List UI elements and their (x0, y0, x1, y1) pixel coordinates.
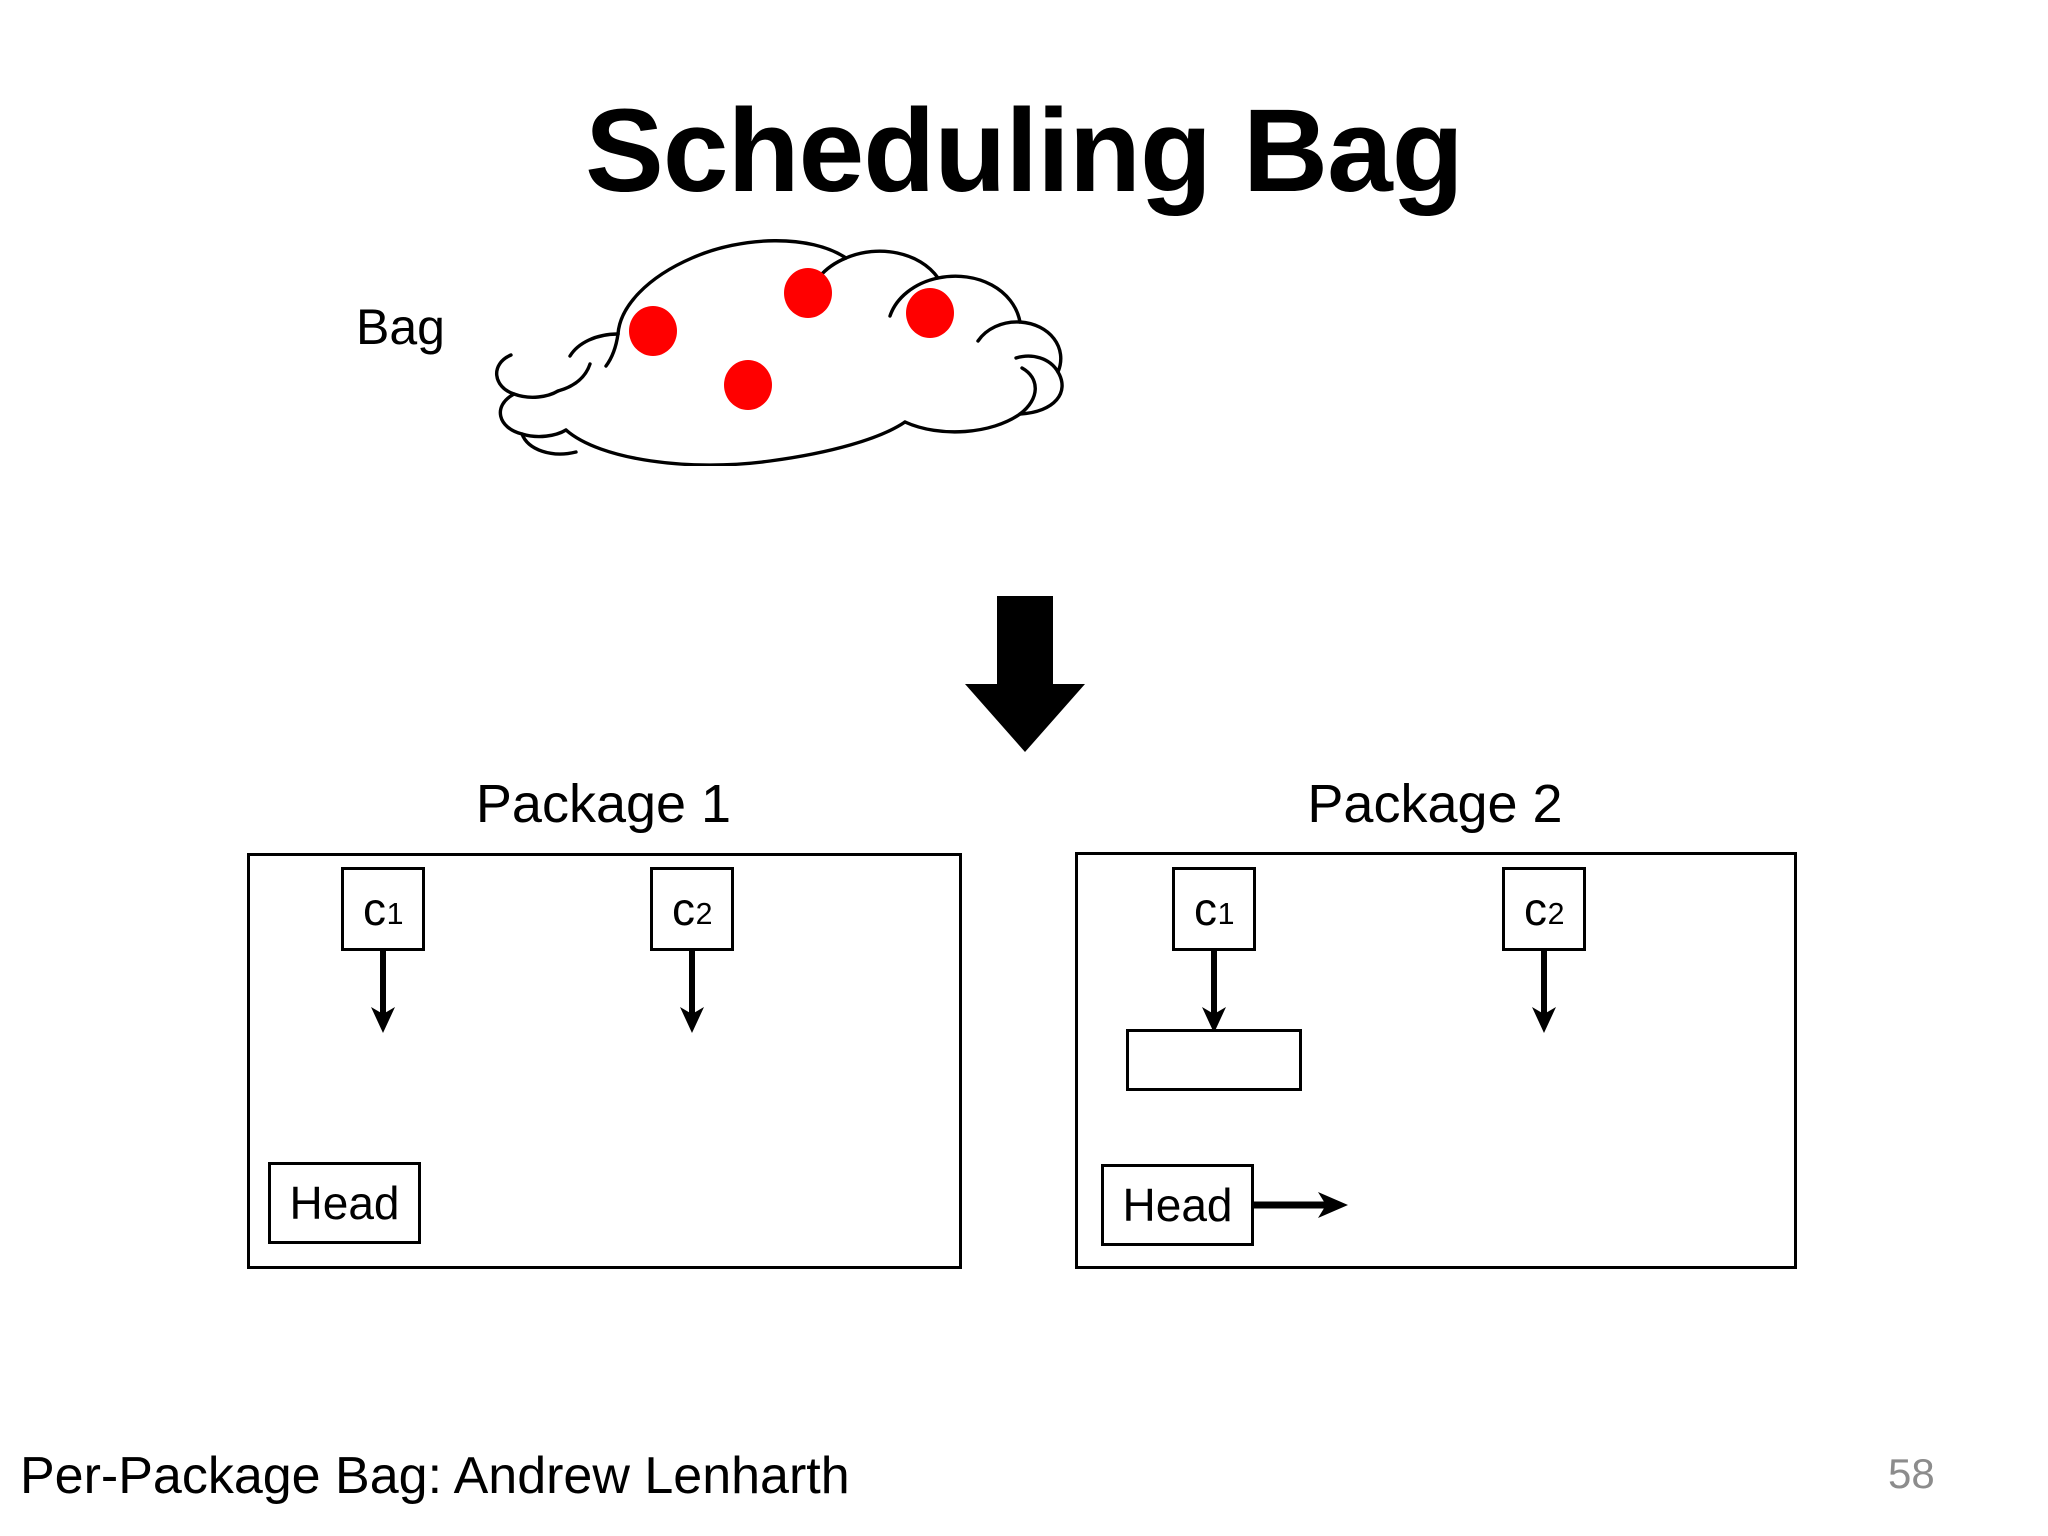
cell-label: c (363, 883, 387, 935)
package-2-node-box (1126, 1029, 1302, 1091)
cell-subscript: 1 (386, 898, 404, 932)
cell-subscript: 2 (1547, 898, 1565, 932)
bag-label: Bag (356, 299, 445, 355)
package-2-head-box: Head (1101, 1164, 1254, 1246)
big-down-arrow-icon (955, 592, 1095, 757)
cell-label: c (672, 883, 696, 935)
package-2-c1-down-arrow-icon (1197, 951, 1231, 1033)
cell-label: c (1194, 883, 1218, 935)
page-number: 58 (1888, 1450, 1935, 1497)
package-2-head-right-arrow-icon (1252, 1188, 1348, 1222)
head-label: Head (1122, 1179, 1233, 1231)
cell-subscript: 1 (1217, 898, 1235, 932)
package-1-c1-down-arrow-icon (366, 951, 400, 1033)
footer-text: Per-Package Bag: Andrew Lenharth (20, 1447, 850, 1505)
package-2-heading: Package 2 (1307, 774, 1563, 834)
head-label: Head (289, 1177, 400, 1229)
package-2-c2-down-arrow-icon (1527, 951, 1561, 1033)
cell-subscript: 2 (695, 898, 713, 932)
bag-tokens (629, 268, 954, 410)
cell-label: c (1524, 883, 1548, 935)
page-title: Scheduling Bag (585, 85, 1464, 217)
package-1-heading: Package 1 (475, 774, 732, 834)
package-1-c2-down-arrow-icon (675, 951, 709, 1033)
bag-cloud (480, 236, 1090, 466)
package-1-head-box: Head (268, 1162, 421, 1244)
